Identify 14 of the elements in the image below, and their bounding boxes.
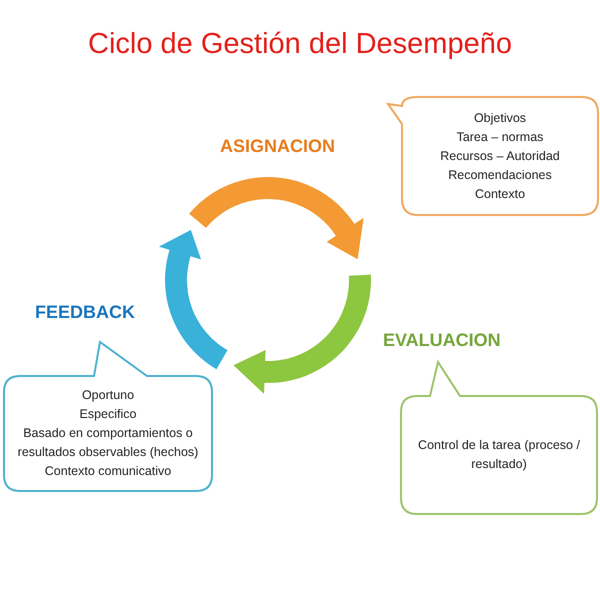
diagram-title: Ciclo de Gestión del Desempeño [87, 28, 513, 61]
list-item: Especifico [80, 406, 136, 423]
list-item: Contexto comunicativo [44, 463, 172, 480]
stage-heading: ASIGNACION [220, 136, 336, 157]
list-item: Contexto [474, 186, 526, 202]
list-item: Objetivos [474, 110, 526, 127]
stage-heading: EVALUACION [383, 330, 501, 351]
list-item: Tarea – normas [456, 128, 544, 146]
list-item: Recomendaciones [448, 166, 552, 184]
list-item: Oportuno [82, 387, 134, 404]
list-item: Basado en comportamientos o resultados observables (hechos) [16, 425, 200, 461]
list-item: Recursos – Autoridad [440, 148, 560, 164]
list-item: Control de la tarea (proceso / resultado) [417, 437, 581, 473]
stage-heading: FEEDBACK [35, 302, 136, 323]
